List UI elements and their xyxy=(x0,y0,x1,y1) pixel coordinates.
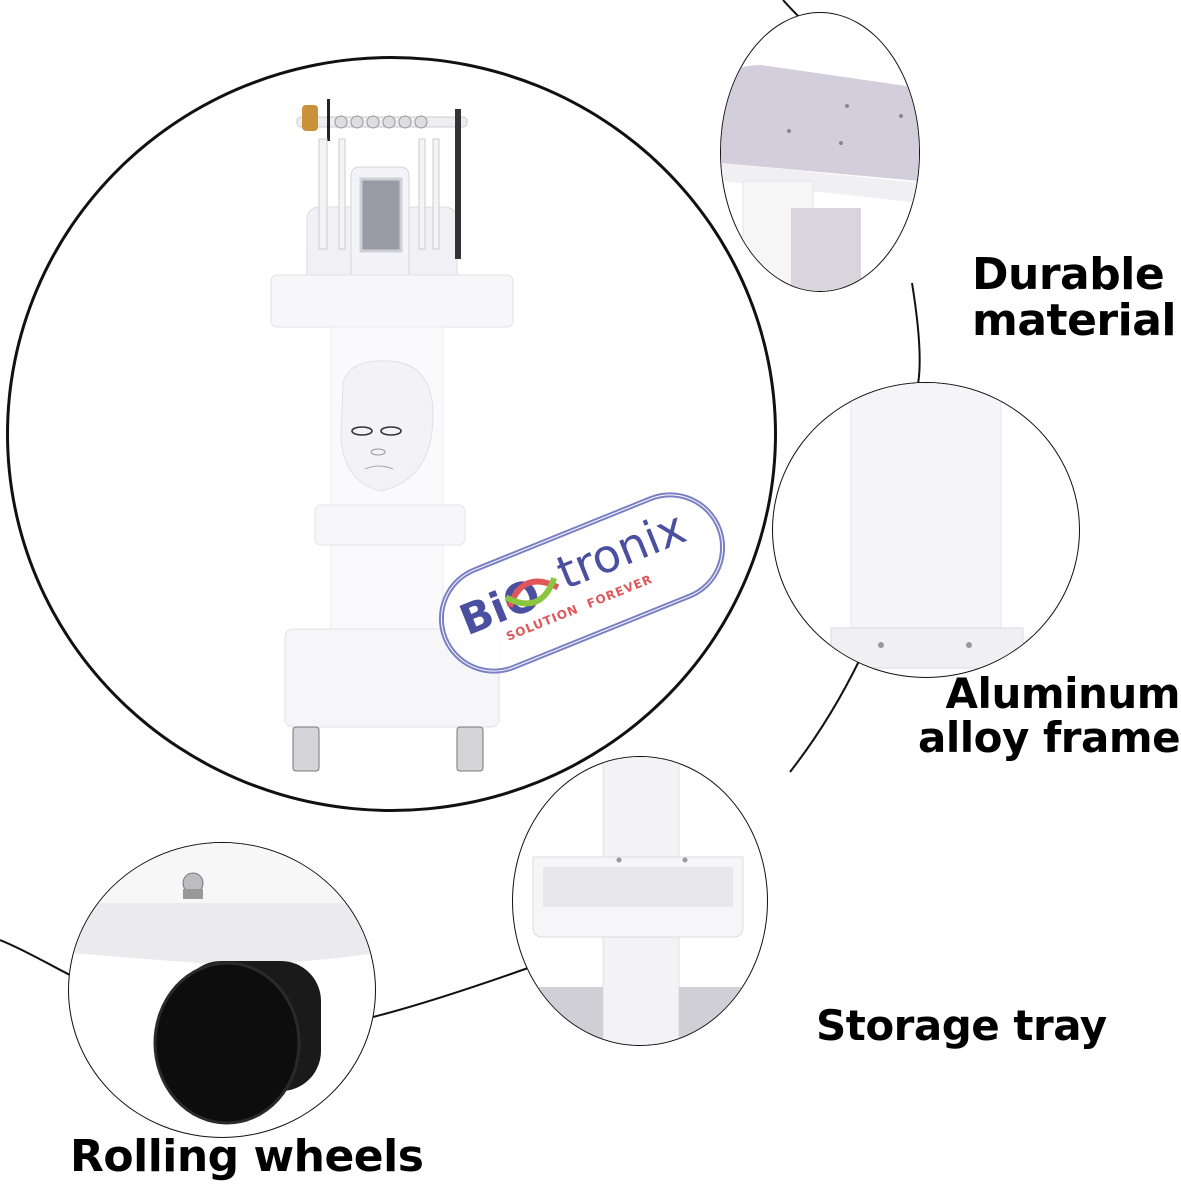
feature-label-wheels: Rolling wheels xyxy=(70,1131,424,1182)
main-product-circle xyxy=(6,56,777,812)
brand-helix-icon xyxy=(495,558,569,627)
feature-label-aluminum: Aluminum alloy frame xyxy=(918,669,1181,763)
trolley-illustration xyxy=(270,99,514,772)
feature-circle-aluminum xyxy=(772,382,1080,678)
feature-circle-storage xyxy=(512,756,768,1046)
biotronix-watermark: BiO tronix SOLUTION FOREVER xyxy=(422,475,742,691)
feature-circle-durable xyxy=(720,12,920,292)
led-face-mask xyxy=(340,360,434,492)
feature-label-durable: Durable material xyxy=(972,249,1176,347)
feature-label-storage: Storage tray xyxy=(816,1001,1107,1050)
feature-circle-wheels xyxy=(68,842,376,1138)
